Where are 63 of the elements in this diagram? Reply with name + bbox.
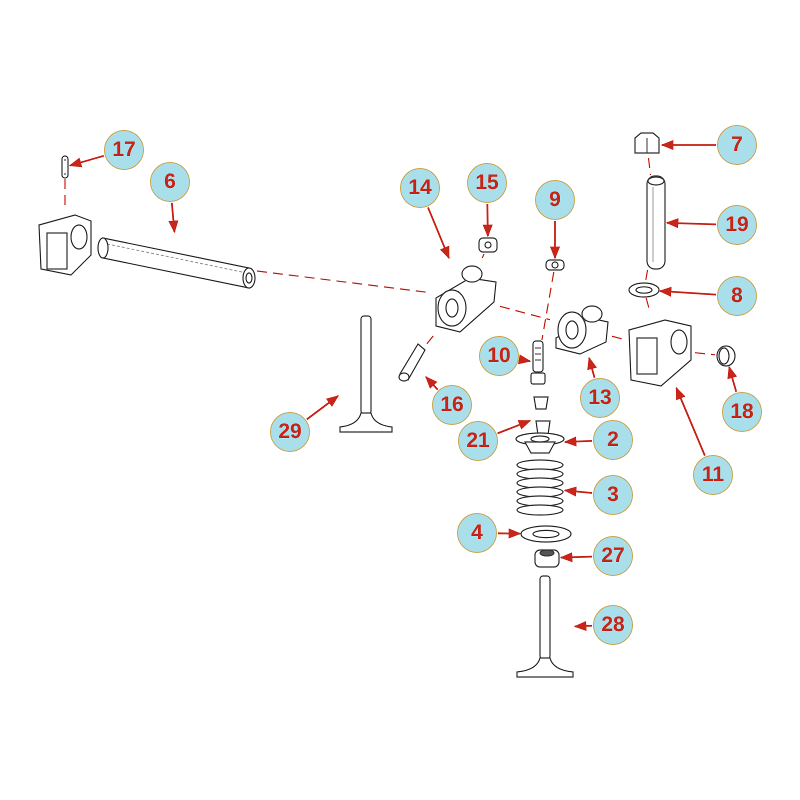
leader-line (560, 552, 592, 562)
callout-number: 3 (593, 475, 633, 515)
pin-drawing (60, 155, 70, 179)
rod-drawing (645, 175, 667, 270)
valve-seal-drawing (533, 547, 561, 569)
centre-line (644, 270, 648, 282)
centre-line (64, 179, 66, 205)
centre-line (541, 272, 554, 340)
leader-line (168, 202, 178, 234)
callout-number: 11 (693, 455, 733, 495)
callout-number: 28 (593, 605, 633, 645)
callout-number: 29 (270, 412, 310, 452)
leader-line (727, 366, 738, 392)
callout-number: 27 (593, 536, 633, 576)
callout-number: 7 (717, 125, 757, 165)
leader-line (574, 620, 592, 632)
callout-number: 6 (150, 162, 190, 202)
callout-number: 10 (479, 336, 519, 376)
leader-line (482, 204, 493, 238)
centre-line (646, 298, 650, 310)
nut-drawing (478, 236, 498, 254)
leader-line (676, 386, 706, 456)
leader-line (660, 140, 716, 150)
spring-drawing (515, 458, 565, 518)
callout-number: 8 (717, 276, 757, 316)
leader-line (498, 528, 522, 538)
leader-line (425, 376, 438, 390)
leader-line (666, 218, 716, 228)
centre-line (694, 352, 716, 356)
leader-line (658, 286, 716, 297)
callout-number: 19 (717, 205, 757, 245)
leader-line (564, 436, 592, 447)
cap-drawing (715, 345, 737, 367)
leader-line (564, 486, 592, 496)
callout-number: 14 (400, 168, 440, 208)
leader-line (497, 420, 532, 434)
leader-line (306, 395, 339, 420)
callout-number: 21 (458, 421, 498, 461)
leader-line (427, 207, 450, 260)
washer-drawing (628, 282, 660, 298)
centre-line (648, 158, 652, 176)
valve-drawing (515, 575, 575, 680)
callout-number: 16 (432, 385, 472, 425)
centre-line (500, 306, 550, 320)
spring-retainer-drawing (515, 432, 565, 454)
callout-number: 4 (457, 513, 497, 553)
leader-line (550, 221, 560, 260)
callout-number: 17 (104, 130, 144, 170)
spring-pin-drawing (398, 342, 426, 382)
centre-line (482, 254, 485, 258)
callout-number: 2 (593, 420, 633, 460)
callout-number: 13 (580, 378, 620, 418)
leader-line (587, 356, 597, 378)
centre-line (426, 336, 434, 346)
valve-drawing (338, 315, 394, 435)
callout-number: 9 (535, 180, 575, 220)
callout-number: 15 (467, 163, 507, 203)
leader-line (518, 354, 532, 364)
sleeve-drawing (545, 258, 565, 272)
washer-drawing (520, 525, 572, 543)
adjusting-screw-drawing (530, 340, 546, 385)
leader-line (68, 154, 104, 168)
callout-number: 18 (722, 392, 762, 432)
